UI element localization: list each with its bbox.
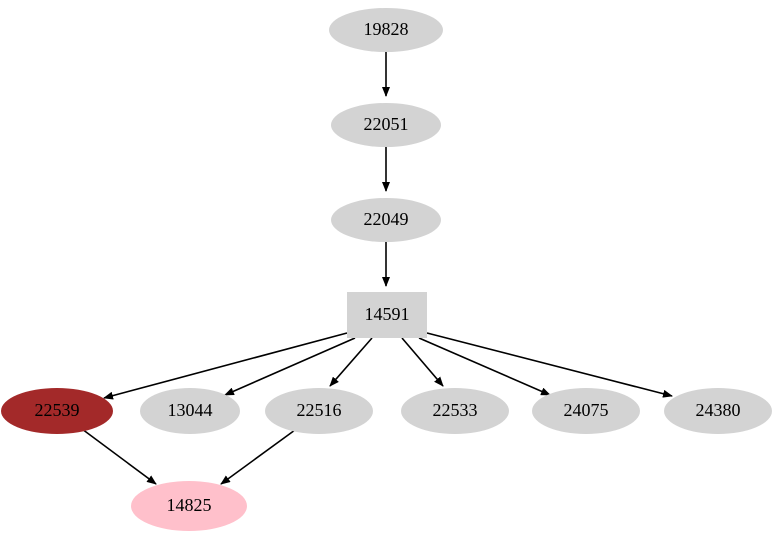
graph-edge-22539-to-14825	[81, 428, 157, 485]
graph-edge-14591-to-22516	[329, 337, 373, 387]
graph-node-24075[interactable]: 24075	[532, 388, 640, 434]
graph-node-19828[interactable]: 19828	[329, 8, 443, 52]
node-shape-22539[interactable]	[1, 388, 113, 434]
graph-node-22516[interactable]: 22516	[265, 388, 373, 434]
graph-edge-14591-to-24075	[418, 337, 551, 396]
graph-node-24380[interactable]: 24380	[664, 388, 772, 434]
graph-edge-22516-to-14825	[220, 429, 296, 485]
node-shape-19828[interactable]	[329, 8, 443, 52]
graph-node-22049[interactable]: 22049	[331, 198, 441, 242]
node-shape-22533[interactable]	[401, 388, 509, 434]
graph-node-22539[interactable]: 22539	[1, 388, 113, 434]
graph-edge-14591-to-13044	[224, 337, 356, 396]
node-shape-22516[interactable]	[265, 388, 373, 434]
graph-node-13044[interactable]: 13044	[140, 388, 240, 434]
graph-edge-14591-to-24380	[426, 332, 673, 398]
graph-edge-14591-to-22539	[103, 332, 348, 400]
node-shape-13044[interactable]	[140, 388, 240, 434]
node-shape-24075[interactable]	[532, 388, 640, 434]
graph-edge-14591-to-22533	[401, 337, 444, 387]
graph-node-14591[interactable]: 14591	[347, 292, 427, 338]
graph-node-22051[interactable]: 22051	[331, 103, 441, 147]
graph-node-14825[interactable]: 14825	[131, 481, 247, 531]
node-shape-24380[interactable]	[664, 388, 772, 434]
node-shape-14591[interactable]	[347, 292, 427, 338]
node-shape-22049[interactable]	[331, 198, 441, 242]
node-shape-14825[interactable]	[131, 481, 247, 531]
edges-layer	[81, 52, 673, 485]
graph-node-22533[interactable]: 22533	[401, 388, 509, 434]
node-shape-22051[interactable]	[331, 103, 441, 147]
